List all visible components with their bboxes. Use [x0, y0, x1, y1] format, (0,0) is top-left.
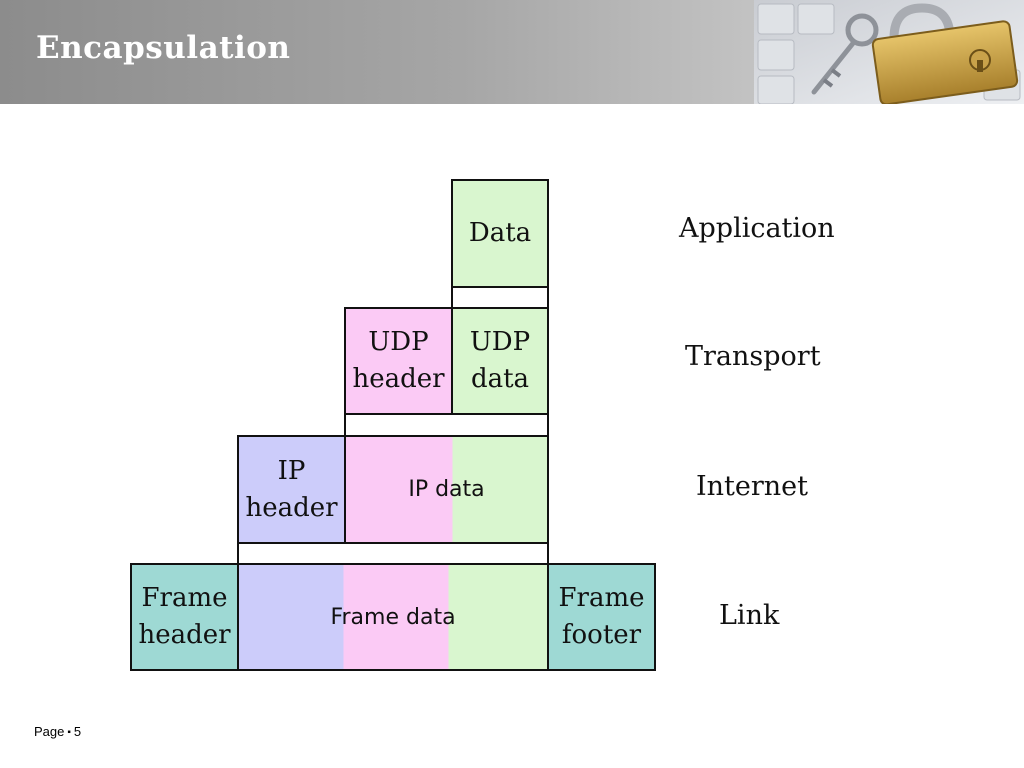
gap-transport-internet — [344, 413, 549, 437]
ip-data-box: IP data — [344, 435, 549, 544]
slide-title: Encapsulation — [36, 30, 291, 66]
frame-data-box: Frame data — [237, 563, 549, 671]
layer-label-link: Link — [719, 600, 780, 631]
padlock-keys-icon — [754, 0, 1024, 104]
data-box: Data — [451, 179, 549, 288]
layer-label-application: Application — [679, 213, 835, 244]
page-footer: Page▪5 — [34, 724, 81, 739]
title-bar: Encapsulation — [0, 0, 1024, 104]
udp-header-box: UDP header — [344, 307, 453, 415]
page-number: 5 — [73, 724, 82, 739]
layer-label-transport: Transport — [685, 341, 821, 372]
data-label: Data — [468, 218, 532, 248]
udp-data-label: UDP data — [469, 327, 531, 394]
frame-header-box: Frame header — [130, 563, 239, 671]
udp-header-label: UDP header — [352, 327, 445, 394]
layer-label-internet: Internet — [696, 471, 809, 502]
frame-footer-label: Frame footer — [558, 583, 645, 650]
frame-data-label: Frame data — [330, 604, 456, 630]
ip-data-label: IP data — [408, 477, 485, 502]
ip-header-label: IP header — [245, 455, 338, 523]
footer-separator: ▪ — [67, 727, 71, 738]
gap-application-transport — [451, 286, 549, 309]
frame-header-label: Frame header — [138, 583, 231, 650]
udp-data-box: UDP data — [451, 307, 549, 415]
gap-internet-link — [237, 542, 549, 565]
frame-footer-box: Frame footer — [547, 563, 656, 671]
page-label: Page — [34, 724, 65, 739]
ip-header-box: IP header — [237, 435, 346, 544]
